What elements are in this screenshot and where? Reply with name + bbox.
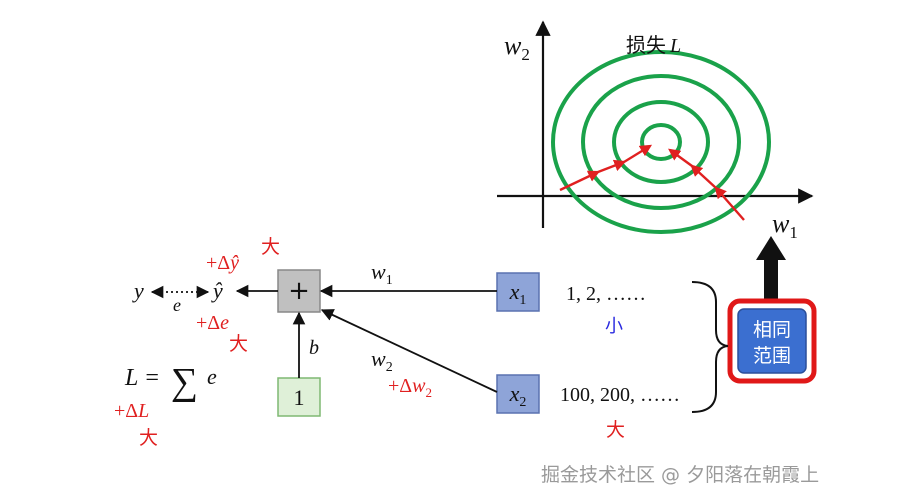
descent-step-left-1: [559, 170, 601, 192]
x2-values: 100, 200, ……: [560, 384, 680, 406]
descent-path-right: [668, 148, 745, 221]
w1-axis-label: w1: [772, 209, 798, 242]
same-range-block: 相同 范围: [727, 298, 817, 384]
bias-node-label: 1: [294, 385, 305, 410]
descent-path-left: [559, 144, 653, 192]
x2-node: [496, 374, 540, 414]
descent-step-right-2: [690, 164, 717, 189]
delta-yhat-label: +Δŷ: [206, 252, 239, 274]
delta-L-big: 大: [139, 427, 158, 449]
contour-ring-4: [640, 123, 682, 161]
x1-node: [496, 272, 540, 312]
plus-node-label: +: [288, 276, 310, 306]
bias-label: b: [309, 337, 319, 359]
descent-step-left-2: [597, 159, 627, 174]
up-arrow: [756, 236, 786, 303]
y-hat-label: ŷ: [211, 278, 223, 303]
bias-node: [277, 377, 321, 417]
descent-step-right-1: [714, 186, 745, 221]
descent-step-right-3: [668, 148, 693, 167]
x1-small-label: 小: [605, 316, 623, 337]
loss-equation-sigma: ∑: [171, 361, 198, 403]
error-label: e: [173, 295, 181, 315]
up-arrow-head: [756, 236, 786, 260]
loss-contours: [551, 50, 771, 234]
x1-values: 1, 2, ……: [566, 283, 646, 305]
curly-brace: [691, 281, 729, 413]
w1-label: w1: [371, 259, 393, 288]
same-range-line1: 相同: [753, 319, 791, 341]
x2-to-plus-arrow: [320, 309, 498, 393]
w2-label: w2: [371, 346, 393, 375]
loss-equation-left: L =: [124, 365, 160, 391]
delta-e-big: 大: [229, 333, 248, 355]
contour-ring-1: [551, 50, 771, 234]
up-arrow-stem: [764, 257, 778, 303]
contour-ring-2: [581, 74, 741, 210]
same-range-fill: [737, 308, 807, 374]
y-label: y: [132, 278, 144, 303]
same-range-line2: 范围: [753, 345, 791, 367]
w2-axis-label: w2: [504, 31, 530, 64]
delta-L-label: +ΔL: [114, 400, 149, 422]
watermark: 掘金技术社区 @ 夕阳落在朝霞上: [541, 464, 819, 486]
x1-node-label: x1: [509, 279, 527, 308]
x2-node-label: x2: [509, 381, 527, 410]
delta-yhat-big: 大: [261, 236, 280, 258]
delta-e-label: +Δe: [196, 312, 229, 334]
loss-equation-var: e: [207, 364, 217, 389]
x2-big-label: 大: [606, 419, 625, 441]
descent-step-left-3: [623, 144, 653, 164]
plus-node: [277, 269, 321, 313]
delta-w2-label: +Δw2: [388, 375, 432, 400]
contour-ring-3: [612, 100, 710, 184]
